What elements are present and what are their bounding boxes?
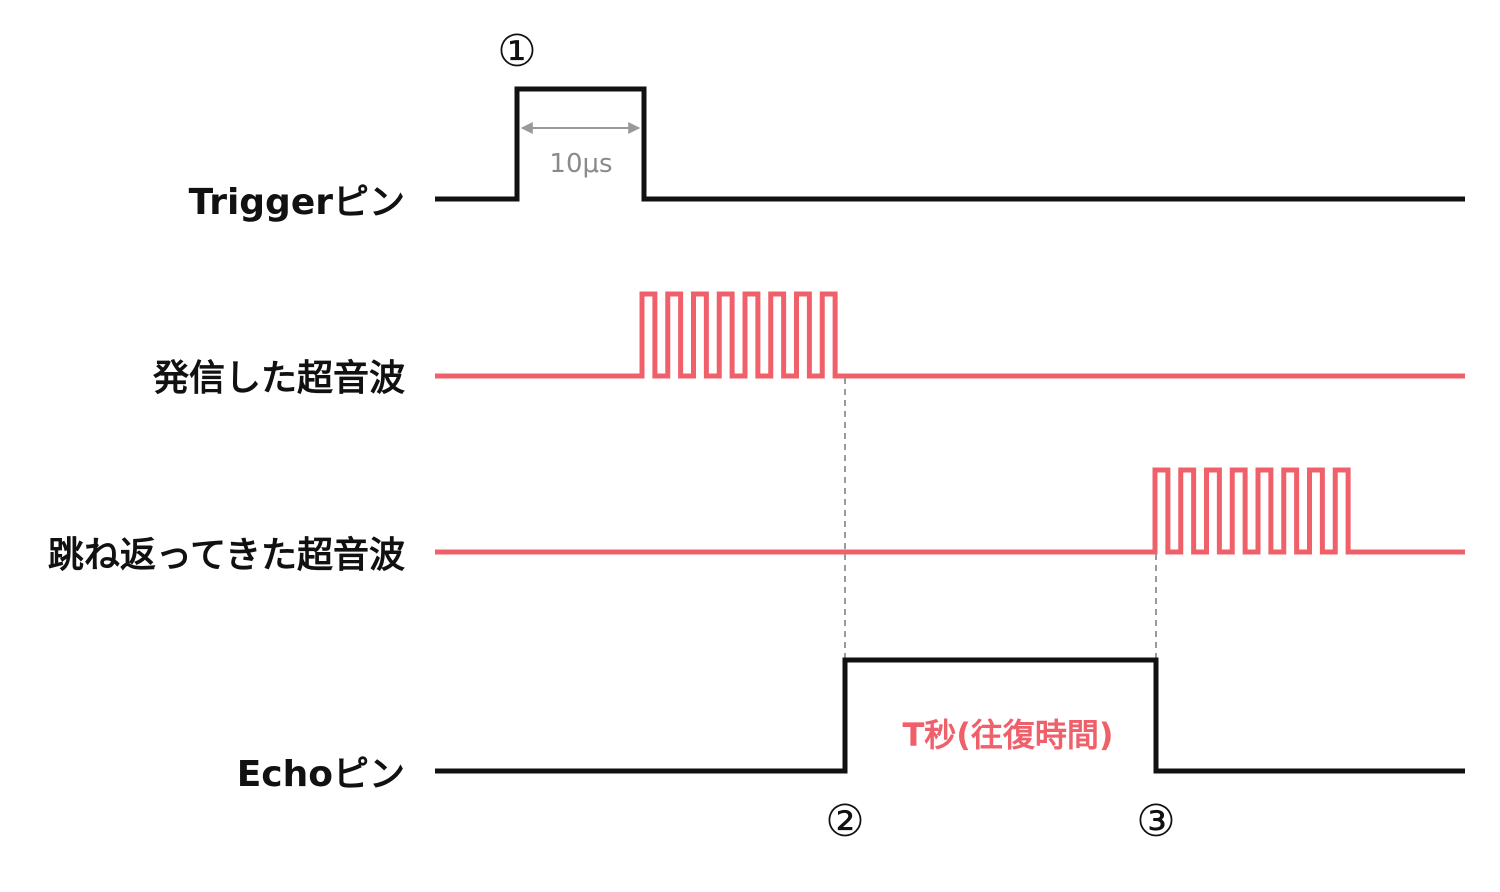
- pulse-width-label: 10μs: [549, 149, 612, 179]
- returned-ultrasonic-wave: [435, 467, 1465, 555]
- echo-duration-label: T秒(往復時間): [902, 716, 1113, 754]
- marker-1: ①: [497, 26, 536, 77]
- returned-ultrasonic-label: 跳ね返ってきた超音波: [48, 535, 405, 576]
- trigger-pin-label: Triggerピン: [189, 182, 405, 223]
- echo-pin-label: Echoピン: [237, 754, 405, 795]
- sent-ultrasonic-label: 発信した超音波: [153, 358, 405, 399]
- marker-2: ②: [825, 796, 864, 847]
- trigger-signal-line: [435, 86, 1465, 202]
- sent-ultrasonic-wave: [435, 291, 1465, 379]
- echo-signal-line: [435, 657, 1465, 774]
- marker-3: ③: [1136, 796, 1175, 847]
